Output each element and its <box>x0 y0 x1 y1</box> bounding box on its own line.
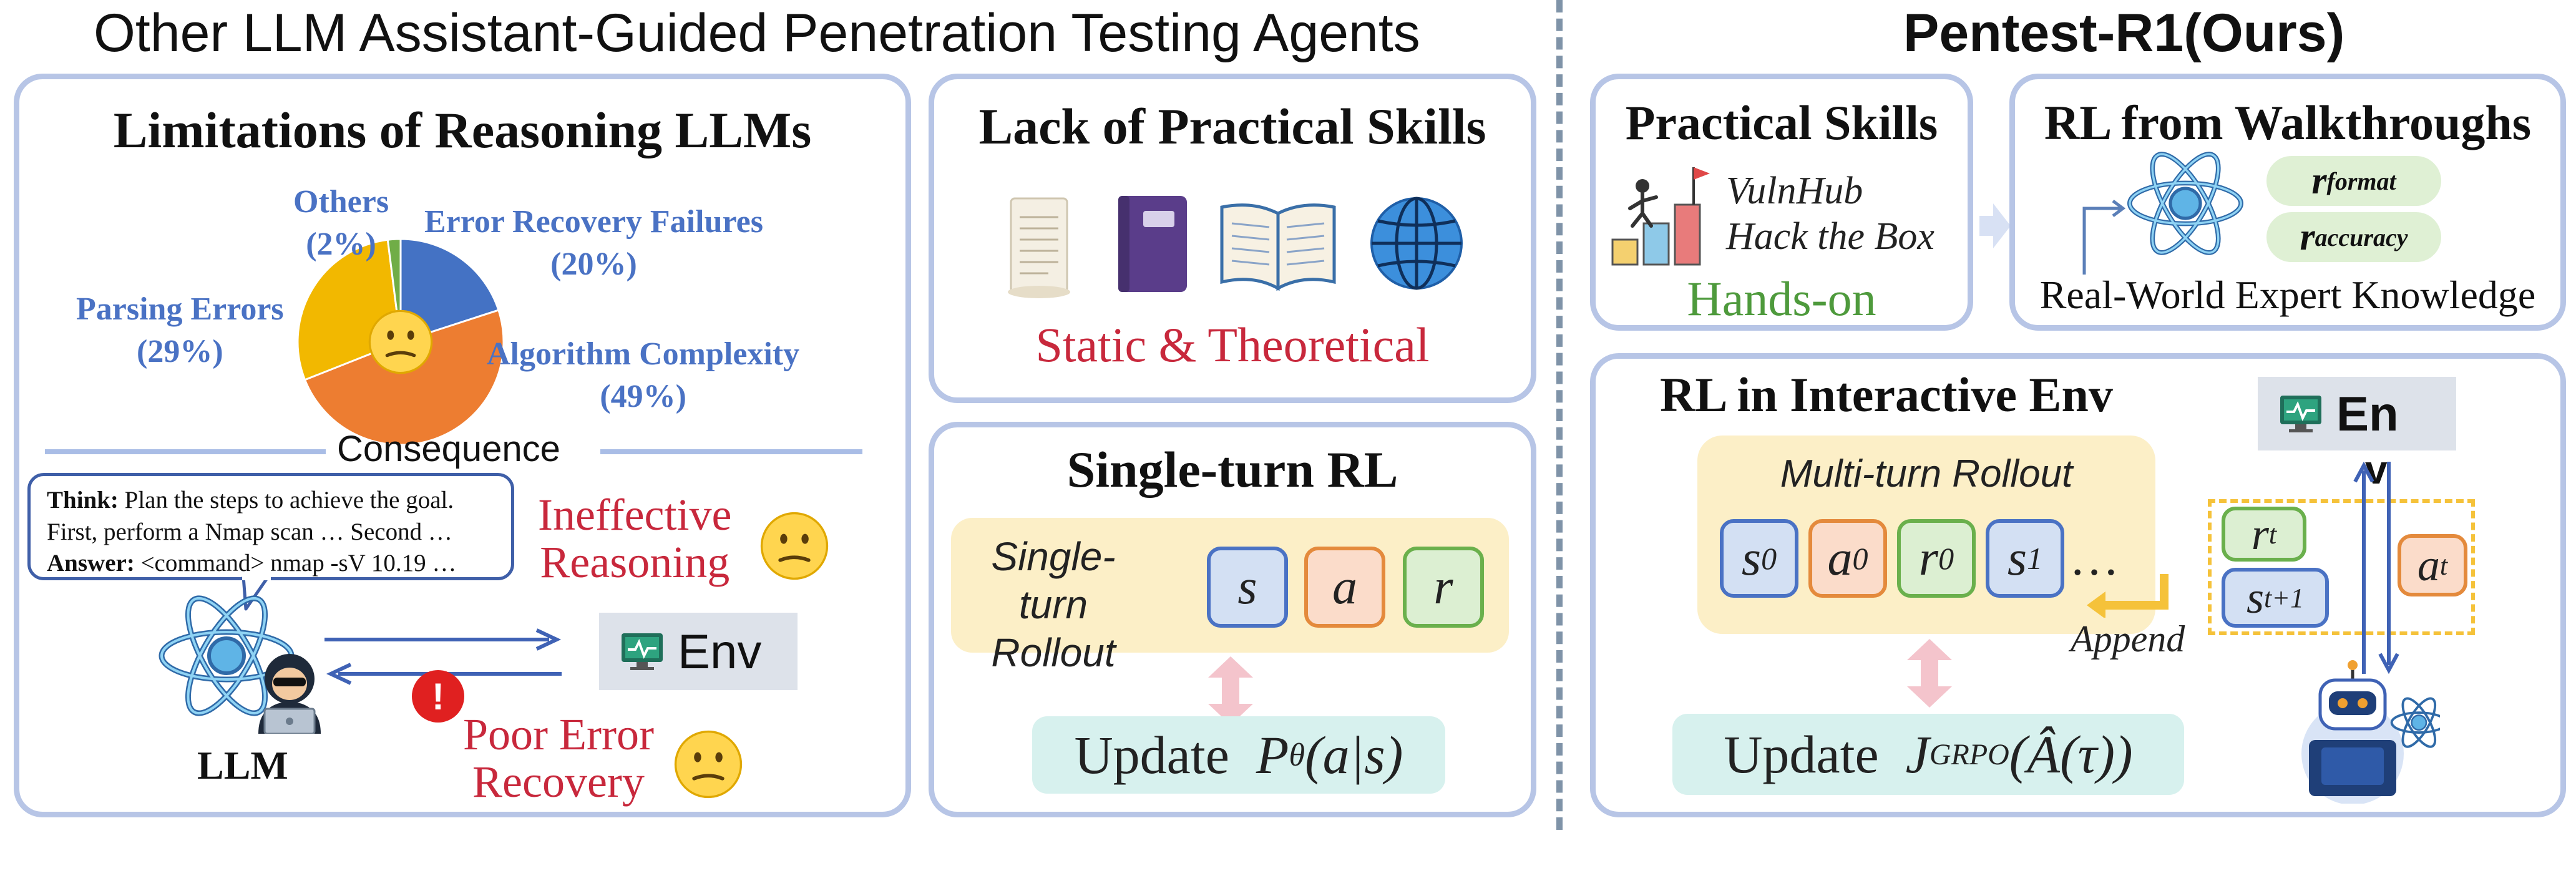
scroll-icon <box>1008 197 1070 298</box>
update-arrow <box>1907 639 1952 708</box>
multi-turn-rollout-label: Multi-turn Rollout <box>1780 452 2073 495</box>
error-alert-icon: ! <box>412 670 464 723</box>
pie-chart <box>296 238 505 446</box>
neutral-face-icon <box>674 730 743 799</box>
open-book-icon <box>1220 203 1336 291</box>
robot-agent-icon <box>2301 660 2440 804</box>
practical-title: Practical Skills <box>1625 95 1938 150</box>
update-j: J <box>1905 724 1930 784</box>
connect-arrow <box>1979 203 2011 248</box>
update-args: (a|s) <box>1305 725 1403 785</box>
globe-icon <box>1370 197 1463 290</box>
think-label: Think: <box>47 487 119 514</box>
consequence-line-left <box>45 449 326 454</box>
section-divider <box>1556 0 1563 830</box>
knowledge-arrow <box>2082 200 2126 275</box>
interactive-title: RL in Interactive Env <box>1660 367 2113 422</box>
right-header-title: Pentest-R1(Ours) <box>1903 3 2345 63</box>
update-arrow <box>1208 656 1253 725</box>
left-header-title: Other LLM Assistant-Guided Penetration T… <box>94 3 1420 63</box>
rollout-ellipsis: … <box>2069 531 2119 586</box>
env-agent-arrows <box>2353 462 2399 674</box>
pie-label-error-recovery: Error Recovery Failures (20%) <box>424 204 763 282</box>
pie-slice-algorithm-complexity <box>303 309 505 446</box>
consequence-line-right <box>600 449 862 454</box>
update-word: Update <box>1074 725 1229 785</box>
update-p: P <box>1256 725 1289 785</box>
book-icon <box>1118 196 1187 292</box>
single-turn-rollout-label: Single-turn Rollout <box>991 534 1116 675</box>
pie-label-algorithm: Algorithm Complexity (49%) <box>487 336 800 414</box>
append-label: Append <box>2071 618 2185 660</box>
walkthrough-title: RL from Walkthroughs <box>2044 95 2532 150</box>
expert-knowledge-label: Real-World Expert Knowledge <box>2039 273 2536 317</box>
pie-label-parsing: Parsing Errors (29%) <box>76 291 284 369</box>
update-args: (Â(τ)) <box>2009 724 2133 784</box>
update-theta: θ <box>1289 737 1305 773</box>
limitations-title: Limitations of Reasoning LLMs <box>113 102 812 158</box>
monitor-icon <box>622 633 663 670</box>
think-text: Plan the steps to achieve the goal. <box>124 487 454 514</box>
single-turn-title: Single-turn RL <box>1066 441 1398 498</box>
llm-label: LLM <box>197 743 288 787</box>
token-r: r <box>1403 547 1484 628</box>
state-reward-box <box>2208 499 2475 635</box>
static-theoretical-label: Static & Theoretical <box>1035 318 1430 372</box>
pie-label-others: Others (2%) <box>293 184 389 262</box>
monitor-icon <box>2280 396 2321 432</box>
consequence-label: Consequence <box>337 429 560 469</box>
answer-label: Answer: <box>47 550 135 577</box>
llm-thought-bubble: Think: Plan the steps to achieve the goa… <box>27 473 514 580</box>
env-label: Env <box>678 623 762 679</box>
pie-slice-error-recovery-failures <box>399 238 500 344</box>
env-box: En <box>2258 377 2456 450</box>
update-word: Update <box>1724 724 1879 784</box>
skills-title: Lack of Practical Skills <box>978 98 1486 155</box>
token-s: s <box>1207 547 1288 628</box>
hacker-icon <box>258 654 321 734</box>
env-box: Env <box>599 613 798 690</box>
update-grpo: GRPO <box>1929 737 2009 771</box>
bubble-line2: First, perform a Nmap scan … Second … <box>47 518 452 545</box>
atom-icon <box>2127 152 2243 255</box>
practical-panel <box>1590 74 1973 331</box>
env-label: En <box>2336 386 2399 441</box>
hands-on-label: Hands-on <box>1687 271 1876 326</box>
poor-recovery-label: Poor Error Recovery <box>463 709 654 807</box>
practical-platforms: VulnHub Hack the Box <box>1726 170 1934 258</box>
answer-text: <command> nmap -sV 10.19 … <box>140 550 457 577</box>
atom-icon <box>159 595 295 716</box>
append-arrow <box>2087 574 2169 618</box>
ineffective-reasoning-label: Ineffective Reasoning <box>538 490 732 587</box>
neutral-face-icon <box>760 512 829 580</box>
stairs-climber-icon <box>1611 167 1710 266</box>
neutral-face-icon <box>368 309 433 374</box>
env-label-suffix: v <box>2365 447 2388 492</box>
token-a: a <box>1304 547 1385 628</box>
